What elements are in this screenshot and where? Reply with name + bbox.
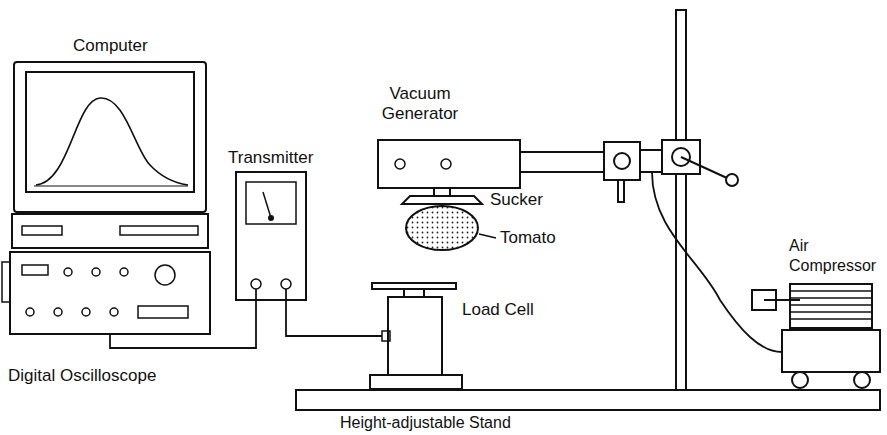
signal-curve bbox=[36, 98, 188, 185]
leader-line bbox=[479, 234, 496, 238]
part-label: Air Compressor bbox=[789, 236, 883, 276]
compressor-motor bbox=[790, 284, 872, 328]
part-label: Computer bbox=[73, 36, 148, 56]
stand-base bbox=[296, 390, 880, 410]
sucker-cup bbox=[402, 196, 482, 204]
oscilloscope bbox=[10, 252, 210, 334]
vacuum-generator bbox=[378, 140, 520, 188]
computer-case bbox=[12, 214, 208, 248]
stand-pole bbox=[676, 10, 686, 390]
part-label: Transmitter bbox=[228, 148, 313, 168]
part-label: Height-adjustable Stand bbox=[340, 413, 511, 433]
monitor bbox=[14, 62, 206, 212]
screen bbox=[26, 72, 194, 192]
part-label: Load Cell bbox=[462, 300, 534, 320]
part-label: Vacuum Generator bbox=[377, 84, 463, 124]
tomato bbox=[406, 206, 478, 250]
signal-wire bbox=[286, 289, 382, 336]
part-label: Digital Oscilloscope bbox=[8, 366, 156, 386]
part-label: Sucker bbox=[490, 190, 543, 210]
compressor-cart bbox=[782, 330, 880, 372]
transmitter-box bbox=[236, 172, 306, 300]
load-cell-body bbox=[388, 297, 442, 375]
signal-wire bbox=[110, 289, 256, 348]
part-label: Tomato bbox=[500, 228, 556, 248]
air-hose bbox=[652, 172, 782, 352]
